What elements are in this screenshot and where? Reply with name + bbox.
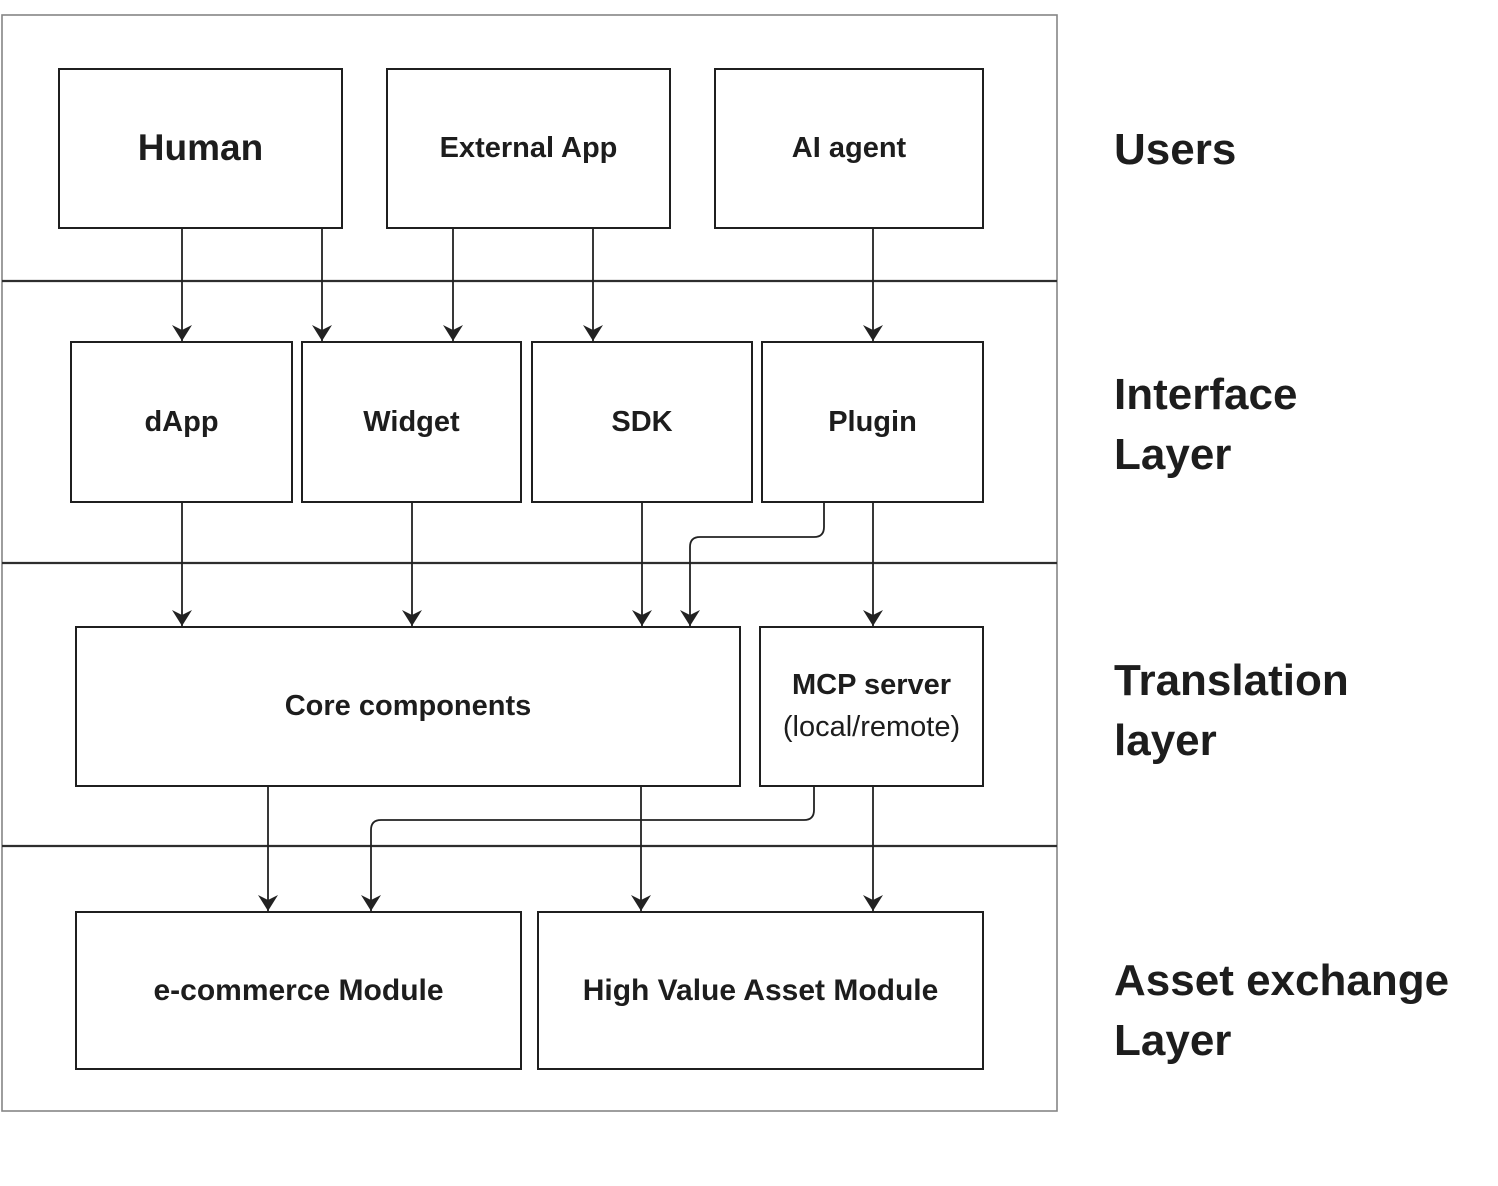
layer-label-interface: Interface Layer	[1114, 365, 1297, 485]
node-ecommerce-module-label: e-commerce Module	[153, 973, 444, 1007]
node-plugin-label: Plugin	[828, 405, 917, 438]
node-ai-agent-label: AI agent	[791, 132, 907, 165]
node-high-value-asset-module: High Value Asset Module	[537, 911, 984, 1070]
node-dapp-label: dApp	[144, 405, 219, 438]
node-ecommerce-module: e-commerce Module	[75, 911, 522, 1070]
node-plugin: Plugin	[761, 341, 984, 503]
node-human-label: Human	[137, 127, 264, 169]
node-external-app: External App	[386, 68, 671, 229]
node-high-value-asset-module-label: High Value Asset Module	[582, 973, 939, 1007]
layer-label-interface-line1: Interface	[1114, 370, 1298, 419]
layer-label-users-line1: Users	[1114, 125, 1237, 174]
layer-label-users: Users	[1114, 120, 1236, 180]
edge-plugin-core	[680, 503, 825, 626]
node-sdk: SDK	[531, 341, 753, 503]
layer-label-asset-exchange-line1: Asset exchange	[1114, 956, 1450, 1005]
layer-label-translation: Translation layer	[1114, 651, 1349, 771]
node-dapp: dApp	[70, 341, 293, 503]
layer-label-translation-line1: Translation	[1114, 656, 1349, 705]
node-sdk-label: SDK	[611, 405, 673, 438]
layer-label-asset-exchange-line2: Layer	[1114, 1016, 1232, 1065]
node-mcp-server: MCP server (local/remote)	[759, 626, 984, 787]
node-ai-agent: AI agent	[714, 68, 984, 229]
node-core-components-label: Core components	[284, 690, 532, 723]
node-human: Human	[58, 68, 343, 229]
node-external-app-label: External App	[439, 132, 618, 165]
node-mcp-server-label: MCP server	[791, 669, 952, 702]
node-widget: Widget	[301, 341, 522, 503]
layer-label-translation-line2: layer	[1114, 716, 1217, 765]
node-core-components: Core components	[75, 626, 741, 787]
layer-label-asset-exchange: Asset exchange Layer	[1114, 951, 1449, 1071]
edge-mcp-ecommerce	[361, 787, 815, 911]
node-mcp-server-sublabel: (local/remote)	[782, 710, 961, 743]
node-widget-label: Widget	[363, 405, 460, 438]
layer-label-interface-line2: Layer	[1114, 430, 1232, 479]
